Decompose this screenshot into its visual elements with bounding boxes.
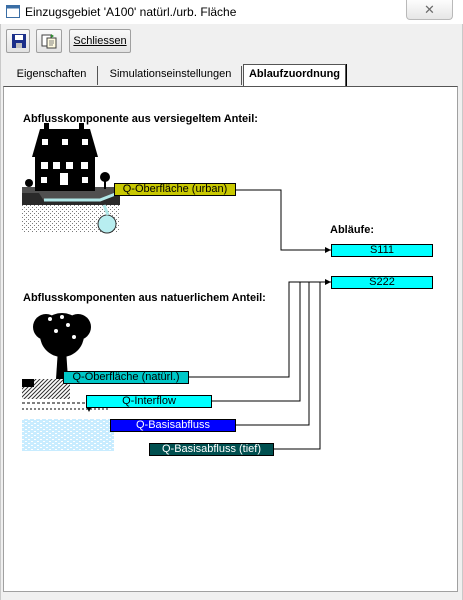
connector-natuerl-s222 <box>189 279 331 378</box>
outflow-label: S222 <box>369 276 395 288</box>
connectors <box>189 189 331 450</box>
tree-icon <box>33 313 91 379</box>
schliessen-button[interactable]: Schliessen <box>69 29 131 53</box>
tab-strip: Eigenschaften Simulationseinstellungen A… <box>0 64 463 88</box>
component-label: Q-Oberfläche (urban) <box>122 183 228 195</box>
connector-urban-s111 <box>236 189 331 253</box>
connector-basis-s222 <box>236 282 310 426</box>
tab-ablaufzuordnung[interactable]: Ablaufzuordnung <box>243 64 346 86</box>
tab-simulationseinstellungen[interactable]: Simulationseinstellungen <box>100 66 242 85</box>
component-q-oberflaeche-urban[interactable]: Q-Oberfläche (urban) <box>114 183 236 196</box>
toolbar: Schliessen <box>0 24 463 60</box>
flow-diagram <box>22 123 331 451</box>
outflow-label: S111 <box>369 244 395 256</box>
house-icon <box>32 123 98 191</box>
urban-heading: Abflusskomponente aus versiegeltem Antei… <box>23 113 258 125</box>
natural-heading: Abflusskomponenten aus natuerlichem Ante… <box>23 292 266 304</box>
component-label: Q-Basisabfluss (tief) <box>161 443 262 455</box>
connector-interflow-s222 <box>212 282 301 402</box>
outflow-s111[interactable]: S111 <box>331 244 433 257</box>
window-left-border <box>0 24 1 600</box>
component-q-basisabfluss-tief[interactable]: Q-Basisabfluss (tief) <box>149 443 274 456</box>
floppy-disk-icon <box>12 34 26 48</box>
component-q-oberflaeche-natuerl[interactable]: Q-Oberfläche (natürl.) <box>63 371 189 384</box>
save-button[interactable] <box>6 29 30 53</box>
title-bar: Einzugsgebiet 'A100' natürl./urb. Fläche… <box>0 0 463 24</box>
app-window-icon <box>6 5 20 18</box>
tab-ablaufzuordnung-label: Ablaufzuordnung <box>248 68 341 80</box>
tab-eigenschaften[interactable]: Eigenschaften <box>6 66 98 85</box>
component-label: Q-Interflow <box>122 395 176 407</box>
ground-edge <box>22 379 34 387</box>
copy-document-icon <box>41 34 57 49</box>
tab-simulationseinstellungen-label: Simulationseinstellungen <box>109 68 232 80</box>
aquifer <box>22 419 114 451</box>
component-label: Q-Basisabfluss <box>136 419 210 431</box>
pipe-trench <box>22 193 120 205</box>
outflows-heading: Abläufe: <box>330 224 374 236</box>
close-window-button[interactable]: ✕ <box>406 0 453 20</box>
outflow-s222[interactable]: S222 <box>331 276 433 289</box>
component-q-basisabfluss[interactable]: Q-Basisabfluss <box>110 419 236 432</box>
copy-button[interactable] <box>36 29 62 53</box>
connector-basis-tief-s222 <box>274 282 321 450</box>
component-q-interflow[interactable]: Q-Interflow <box>86 395 212 408</box>
window-title: Einzugsgebiet 'A100' natürl./urb. Fläche <box>25 5 237 19</box>
drain-pipe <box>44 191 119 202</box>
tree-illustration <box>22 313 114 451</box>
house-illustration <box>22 123 120 234</box>
bush-icon <box>25 172 110 189</box>
schliessen-label: Schliessen <box>73 35 127 47</box>
drain-branch <box>102 204 110 216</box>
component-label: Q-Oberfläche (natürl.) <box>72 371 180 383</box>
ablaufzuordnung-panel: Abflusskomponente aus versiegeltem Antei… <box>3 86 458 592</box>
tab-eigenschaften-label: Eigenschaften <box>16 68 87 80</box>
close-x-icon: ✕ <box>424 2 435 17</box>
drain-basin <box>97 214 117 234</box>
